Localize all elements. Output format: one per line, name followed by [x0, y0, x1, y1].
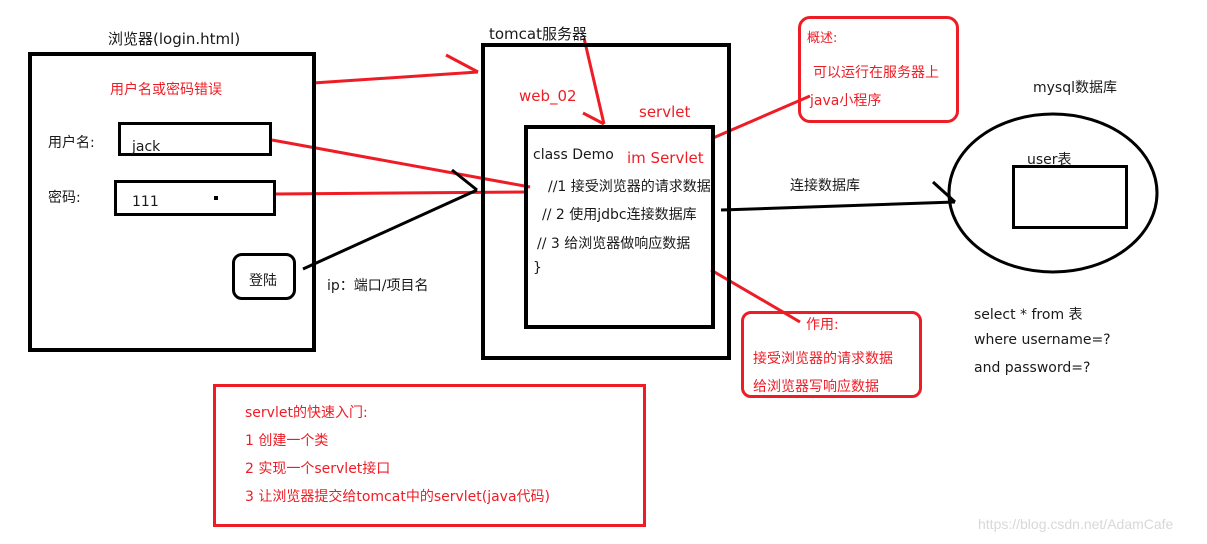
project-name: web_02 — [519, 87, 577, 105]
sql-line-1: select * from 表 — [974, 307, 1083, 323]
servlet-label: servlet — [639, 103, 691, 121]
login-button-label: 登陆 — [249, 273, 277, 289]
purpose-title: 作用: — [806, 317, 839, 333]
overview-line-1: 可以运行在服务器上 — [813, 65, 939, 81]
quickstart-step-3: 3 让浏览器提交给tomcat中的servlet(java代码) — [245, 489, 551, 505]
connection-label: ip：端口/项目名 — [327, 278, 429, 294]
tomcat-server-box — [481, 43, 731, 360]
code-implements: im Servlet — [627, 149, 704, 167]
mysql-title: mysql数据库 — [1033, 80, 1117, 96]
arrow-error-to-tomcat — [312, 70, 479, 85]
browser-title: 浏览器(login.html) — [108, 30, 241, 48]
code-line-close: } — [533, 260, 542, 276]
cursor-dot — [214, 196, 218, 200]
password-label: 密码: — [48, 190, 81, 206]
arrow-servlet-to-mysql — [720, 200, 956, 212]
quickstart-title: servlet的快速入门: — [245, 405, 368, 421]
watermark: https://blog.csdn.net/AdamCafe — [978, 516, 1174, 532]
servlet-class-box — [524, 125, 715, 329]
purpose-note — [741, 311, 922, 398]
user-table-box — [1012, 165, 1128, 229]
username-label: 用户名: — [48, 135, 95, 151]
code-line-1: //1 接受浏览器的请求数据 — [548, 179, 711, 195]
overview-title: 概述: — [807, 31, 838, 46]
code-line-2: // 2 使用jdbc连接数据库 — [542, 207, 697, 223]
code-line-3: // 3 给浏览器做响应数据 — [537, 236, 691, 252]
sql-line-3: and password=? — [974, 360, 1091, 376]
browser-window — [28, 52, 316, 352]
purpose-line-2: 给浏览器写响应数据 — [753, 379, 879, 395]
overview-line-2: java小程序 — [810, 93, 882, 109]
db-connection-label: 连接数据库 — [790, 178, 860, 194]
username-value: jack — [132, 139, 161, 155]
arrow-login-to-tomcat — [302, 188, 478, 271]
user-table-label: user表 — [1027, 152, 1072, 168]
login-button[interactable]: 登陆 — [232, 253, 296, 300]
password-value: 111 — [132, 194, 159, 210]
tomcat-title: tomcat服务器 — [489, 25, 587, 43]
error-message: 用户名或密码错误 — [110, 82, 222, 98]
overview-note — [798, 16, 959, 123]
code-line-class: class Demo — [533, 147, 614, 163]
quickstart-box — [213, 384, 646, 527]
quickstart-step-2: 2 实现一个servlet接口 — [245, 461, 391, 477]
purpose-line-1: 接受浏览器的请求数据 — [753, 351, 893, 367]
quickstart-step-1: 1 创建一个类 — [245, 433, 329, 449]
username-input[interactable]: jack — [118, 122, 272, 156]
password-input[interactable]: 111 — [114, 180, 276, 216]
sql-line-2: where username=? — [974, 332, 1111, 348]
